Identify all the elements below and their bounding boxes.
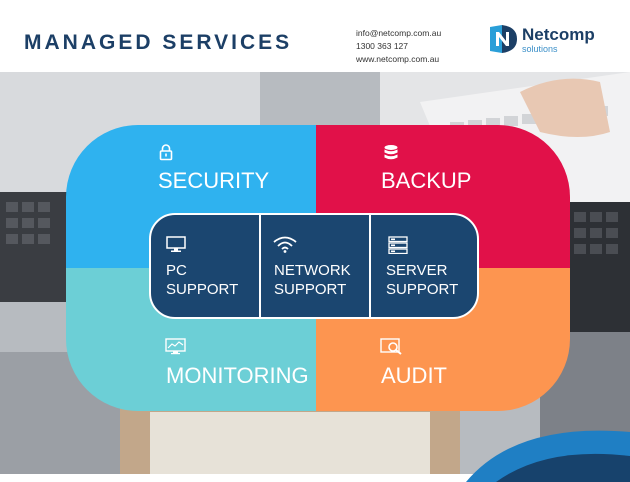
netcomp-logo-mark-icon (490, 25, 517, 53)
network-support-cell[interactable]: NETWORK SUPPORT (261, 215, 369, 317)
wifi-icon (273, 236, 297, 253)
security-label: SECURITY (158, 168, 270, 193)
decorative-corner-swoosh (466, 430, 630, 482)
logo-name: Netcomp (522, 25, 595, 44)
contact-email[interactable]: info@netcomp.com.au (356, 28, 442, 38)
magnifier-icon (380, 338, 402, 355)
pc-support-label-line2: SUPPORT (166, 281, 239, 298)
pc-support-label-line1: PC (166, 262, 187, 279)
server-support-label-line1: SERVER (386, 262, 448, 279)
contact-phone[interactable]: 1300 363 127 (356, 41, 408, 51)
database-icon (384, 145, 398, 160)
server-icon (388, 236, 408, 254)
network-support-label-line2: SUPPORT (274, 281, 347, 298)
support-divider (259, 215, 261, 317)
monitor-icon (166, 236, 186, 252)
monitoring-label: MONITORING (166, 363, 309, 388)
monitor-chart-icon (165, 338, 186, 355)
page-title: MANAGED SERVICES (24, 31, 293, 54)
contact-website[interactable]: www.netcomp.com.au (356, 54, 440, 64)
page-header: MANAGED SERVICES info@netcomp.com.au 130… (0, 0, 630, 72)
contact-info: info@netcomp.com.au 1300 363 127 www.net… (356, 27, 441, 66)
server-support-label-line2: SUPPORT (386, 281, 459, 298)
pc-support-cell[interactable]: PC SUPPORT (151, 215, 259, 317)
support-divider (369, 215, 371, 317)
network-support-label-line1: NETWORK (274, 262, 351, 279)
netcomp-logo: Netcomp solutions (488, 23, 618, 59)
backup-label: BACKUP (381, 168, 472, 193)
logo-tagline: solutions (522, 44, 558, 54)
support-panel: PC SUPPORT NETWORK SUPPORT SERVER SUPPOR… (149, 213, 479, 319)
lock-icon (159, 144, 173, 161)
audit-label: AUDIT (381, 363, 447, 388)
server-support-cell[interactable]: SERVER SUPPORT (371, 215, 477, 317)
